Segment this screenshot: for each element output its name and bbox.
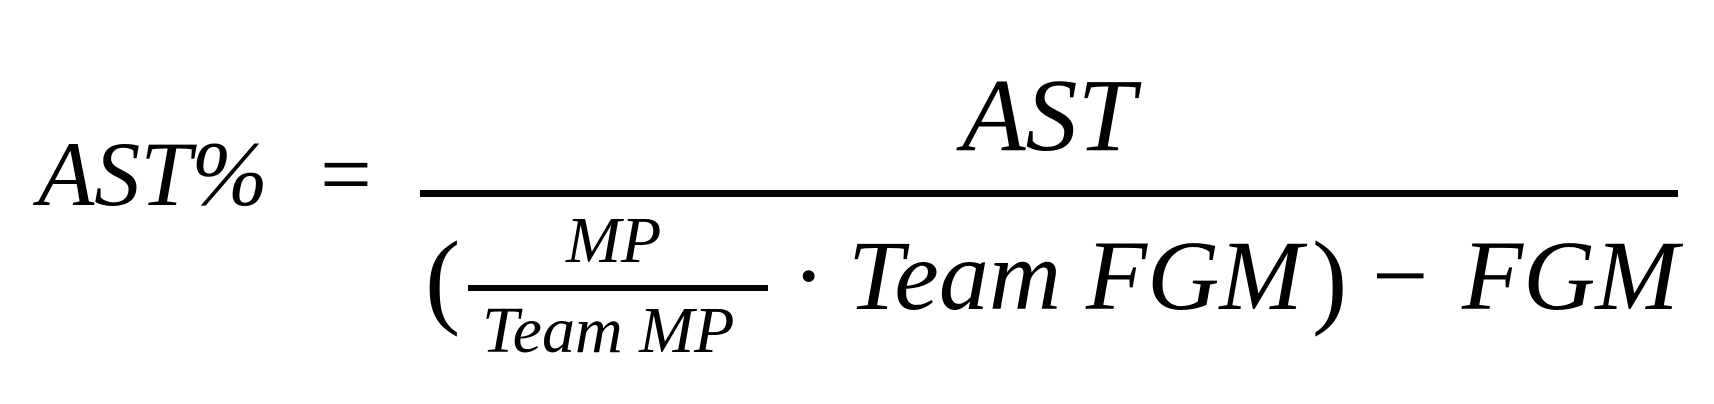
- open-parenthesis: (: [425, 220, 461, 337]
- fgm-term: FGM: [1462, 220, 1679, 331]
- mp-fraction-denominator: Team MP: [482, 294, 735, 367]
- equals-sign: =: [320, 123, 372, 225]
- minus-sign: −: [1372, 220, 1429, 331]
- team-fgm-term: Team FGM: [848, 220, 1303, 331]
- main-fraction-bar: [420, 190, 1678, 197]
- close-parenthesis: ): [1312, 220, 1348, 337]
- mp-fraction-numerator: MP: [566, 204, 662, 277]
- multiply-dot: ·: [792, 220, 826, 331]
- main-numerator: AST: [962, 58, 1136, 173]
- mp-fraction-bar: [468, 285, 768, 291]
- formula-lhs: AST%: [38, 123, 268, 225]
